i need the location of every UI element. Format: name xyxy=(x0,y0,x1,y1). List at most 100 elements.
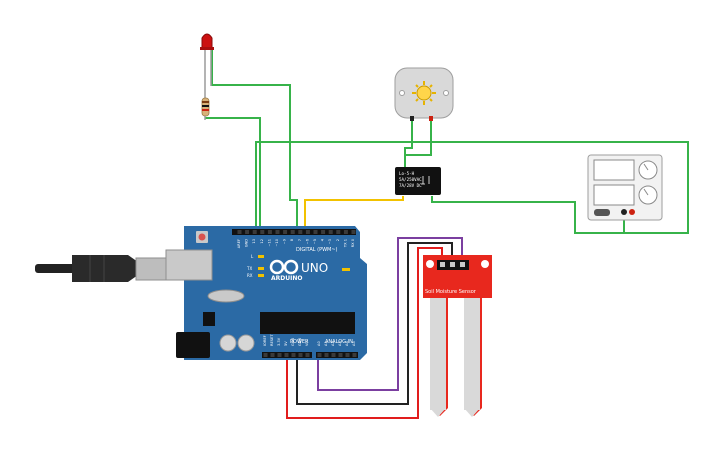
pin-label: GND xyxy=(245,239,249,247)
pin-label: 7 xyxy=(298,239,302,241)
power-label: POWER xyxy=(290,339,309,345)
on-led xyxy=(342,268,350,271)
relay-label-line-2: 5A/250VAC xyxy=(399,177,422,182)
header-pin[interactable] xyxy=(298,230,303,234)
resistor-band xyxy=(202,101,209,103)
power-jack[interactable] xyxy=(176,332,210,358)
pin-label: A3 xyxy=(338,341,342,346)
header-pin[interactable] xyxy=(313,230,318,234)
usb-port[interactable] xyxy=(165,249,213,281)
pin-label: ~5 xyxy=(313,239,317,244)
relay-body xyxy=(395,167,441,195)
header-pin[interactable] xyxy=(270,353,275,357)
relay-switch-icon xyxy=(421,176,430,185)
knob-indicator xyxy=(643,163,649,171)
header-pin[interactable] xyxy=(343,230,348,234)
header-pin[interactable] xyxy=(260,230,265,234)
usb-cable[interactable] xyxy=(35,255,167,282)
wire-relay-to-supply[interactable] xyxy=(431,196,625,234)
led-rx-label: RX xyxy=(247,273,253,278)
header-pin[interactable] xyxy=(305,230,310,234)
sensor-probe-tip xyxy=(464,408,480,417)
relay-label-line-3: 7A/28V DC xyxy=(399,183,422,188)
wire-5v-to-sensor[interactable] xyxy=(286,247,443,419)
sensor-pin-vcc[interactable] xyxy=(440,262,445,267)
supply-terminal-positive[interactable] xyxy=(629,209,635,215)
header-pin[interactable] xyxy=(237,230,242,234)
relay[interactable]: Lo-5-H 5A/250VAC 7A/28V DC xyxy=(395,167,441,195)
header-pin[interactable] xyxy=(290,230,295,234)
header-pin[interactable] xyxy=(351,230,356,234)
sensor-label: Soil Moisture Sensor xyxy=(425,289,477,295)
led-rim xyxy=(200,47,214,50)
header-pin[interactable] xyxy=(284,353,289,357)
analog-header xyxy=(316,352,358,358)
pin-label: RX 0 xyxy=(351,238,355,247)
supply-terminal-negative[interactable] xyxy=(621,209,627,215)
resistor[interactable] xyxy=(201,97,210,120)
wire-motor-to-supply[interactable] xyxy=(405,118,432,156)
header-pin[interactable] xyxy=(305,353,310,357)
header-pin[interactable] xyxy=(267,230,272,234)
pin-label: 8 xyxy=(290,238,294,241)
knob-indicator xyxy=(643,188,649,196)
header-pin[interactable] xyxy=(324,353,329,357)
reset-button-cap[interactable] xyxy=(198,233,206,241)
header-pin[interactable] xyxy=(283,230,288,234)
sensor-mount-hole xyxy=(426,260,434,268)
header-pin[interactable] xyxy=(317,353,322,357)
dc-motor[interactable] xyxy=(394,67,454,121)
pin-label: 2 xyxy=(336,239,340,241)
wire-gnd-to-sensor[interactable] xyxy=(296,242,453,405)
motor-terminal[interactable] xyxy=(410,116,414,121)
wire-signal-to-relay[interactable] xyxy=(304,196,404,228)
header-pin[interactable] xyxy=(328,230,333,234)
motor-terminal[interactable] xyxy=(429,116,433,121)
resistor-band xyxy=(202,105,209,107)
resistor-band xyxy=(202,109,209,111)
led[interactable] xyxy=(200,33,214,100)
wire-motor-to-relay[interactable] xyxy=(404,118,413,170)
usb-connector xyxy=(135,257,167,281)
pin-label: ~10 xyxy=(275,238,279,246)
power-supply[interactable] xyxy=(587,154,663,221)
header-pin[interactable] xyxy=(277,353,282,357)
wire-led-to-pin[interactable] xyxy=(211,50,298,228)
header-pin[interactable] xyxy=(331,353,336,357)
pin-label: TX 1 xyxy=(343,239,347,248)
led-l-label: L xyxy=(251,254,254,259)
wire-resistor-to-gnd[interactable] xyxy=(205,117,261,228)
header-pin[interactable] xyxy=(263,353,268,357)
pin-label: 13 xyxy=(252,239,256,244)
wire-a0-to-sensor[interactable] xyxy=(317,237,463,391)
voltage-regulator xyxy=(203,312,215,326)
analog-label: ANALOG IN xyxy=(325,339,353,345)
pin-label: ~11 xyxy=(267,239,271,247)
sensor-probe-tip xyxy=(430,408,446,417)
led-l xyxy=(258,255,264,258)
header-pin[interactable] xyxy=(345,353,350,357)
atmega-chip xyxy=(260,312,355,334)
header-pin[interactable] xyxy=(321,230,326,234)
header-pin[interactable] xyxy=(252,230,257,234)
pin-label: A4 xyxy=(345,341,349,346)
digital-label: DIGITAL (PWM~) xyxy=(296,247,338,253)
arduino-model: UNO xyxy=(301,261,328,275)
supply-power-switch[interactable] xyxy=(594,209,610,216)
header-pin[interactable] xyxy=(275,230,280,234)
header-pin[interactable] xyxy=(291,353,296,357)
sensor-probe-right xyxy=(464,298,480,410)
header-pin[interactable] xyxy=(338,353,343,357)
sensor-pin-sig[interactable] xyxy=(460,262,465,267)
crystal xyxy=(207,289,245,303)
header-pin[interactable] xyxy=(352,353,357,357)
pin-label: A1 xyxy=(324,341,328,346)
header-pin[interactable] xyxy=(298,353,303,357)
header-pin[interactable] xyxy=(245,230,250,234)
sensor-pin-gnd[interactable] xyxy=(450,262,455,267)
soil-moisture-sensor[interactable]: Soil Moisture Sensor xyxy=(423,255,492,417)
header-pin[interactable] xyxy=(336,230,341,234)
